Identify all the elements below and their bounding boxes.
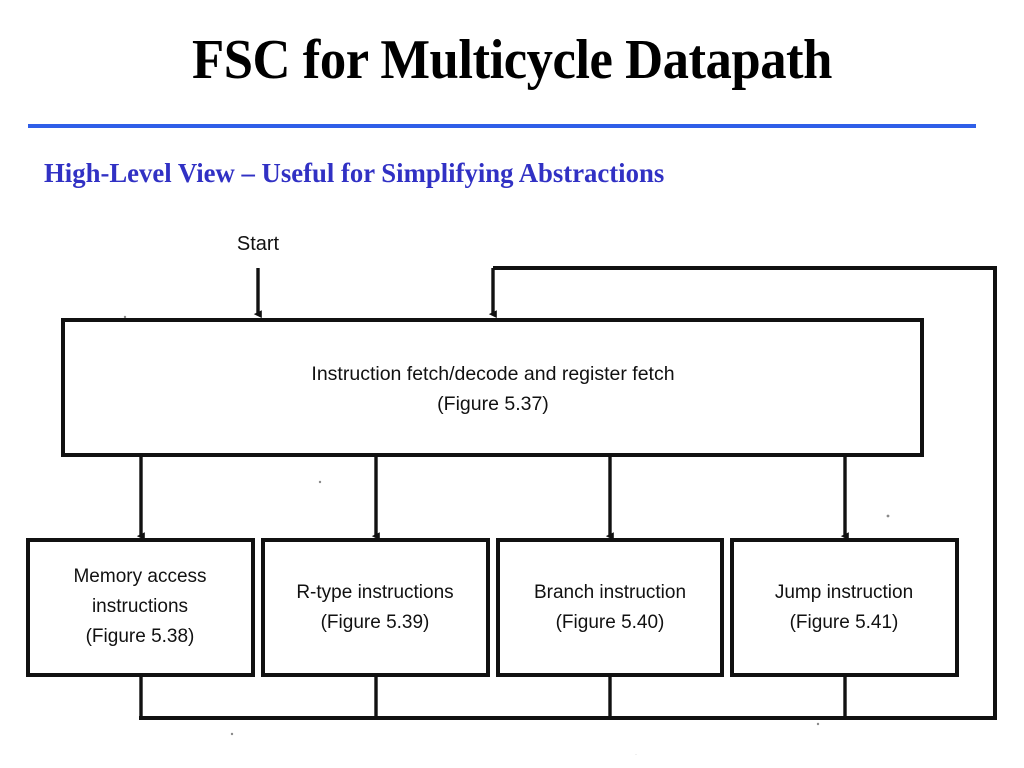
flow-box-jump-instruction-line1: Jump instruction [775, 582, 913, 603]
title-divider-rule [28, 124, 976, 128]
flow-box-branch-instruction[interactable]: Branch instruction (Figure 5.40) [496, 538, 724, 677]
flow-box-memory-access[interactable]: Memory access instructions (Figure 5.38) [26, 538, 255, 677]
flow-box-instruction-fetch[interactable]: Instruction fetch/decode and register fe… [61, 318, 924, 457]
flowchart-diagram: Start Instruction fetch/decode and regis… [0, 210, 1024, 755]
flow-box-jump-instruction[interactable]: Jump instruction (Figure 5.41) [730, 538, 959, 677]
flow-box-instruction-fetch-line2: (Figure 5.37) [437, 393, 549, 415]
page-title: FSC for Multicycle Datapath [192, 29, 832, 91]
scan-speck [816, 722, 820, 726]
scan-speck [123, 315, 127, 319]
flow-box-jump-instruction-rect [730, 538, 959, 677]
flow-box-branch-instruction-rect [496, 538, 724, 677]
flow-box-r-type-line2: (Figure 5.39) [321, 612, 430, 633]
flow-box-branch-instruction-line2: (Figure 5.40) [556, 612, 665, 633]
flow-box-memory-access-line1: Memory access [73, 566, 206, 587]
scan-speck [230, 732, 234, 736]
flow-box-r-type-rect [261, 538, 490, 677]
feedback-return-path [493, 266, 997, 718]
flow-box-r-type[interactable]: R-type instructions (Figure 5.39) [261, 538, 490, 677]
flow-box-instruction-fetch-rect [61, 318, 924, 457]
scan-speck [318, 480, 322, 484]
start-label: Start [237, 233, 280, 255]
flow-box-memory-access-line2: instructions [92, 596, 188, 617]
flow-box-r-type-line1: R-type instructions [296, 582, 453, 603]
flow-box-jump-instruction-line2: (Figure 5.41) [790, 612, 899, 633]
flow-box-instruction-fetch-line1: Instruction fetch/decode and register fe… [311, 363, 674, 385]
flow-box-memory-access-line3: (Figure 5.38) [86, 626, 195, 647]
slide-subtitle: High-Level View – Useful for Simplifying… [44, 158, 665, 188]
flow-box-branch-instruction-line1: Branch instruction [534, 582, 686, 603]
scan-speck [886, 514, 890, 518]
